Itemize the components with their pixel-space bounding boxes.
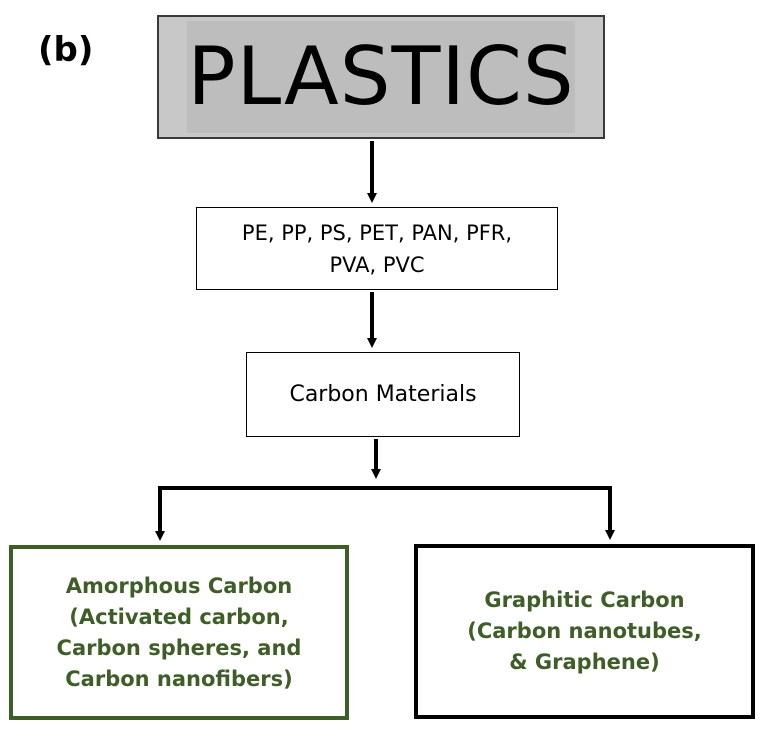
polymers-line-2: PVA, PVC [329, 252, 425, 277]
graphitic-line-1: Graphitic Carbon [484, 588, 685, 612]
carbon-materials-label: Carbon Materials [289, 381, 477, 407]
polymers-line-1: PE, PP, PS, PET, PAN, PFR, [241, 220, 513, 245]
amorphous-line-4: Carbon nanofibers) [65, 666, 293, 691]
amorphous-line-3: Carbon spheres, and [56, 635, 302, 660]
graphitic-line-3: & Graphene) [509, 650, 660, 674]
graphitic-carbon-node: Graphitic Carbon (Carbon nanotubes, & Gr… [414, 544, 755, 719]
plastics-node-inner-fill [187, 21, 575, 133]
polymers-node: PE, PP, PS, PET, PAN, PFR, PVA, PVC [196, 207, 558, 290]
plastics-node: PLASTICS [157, 15, 605, 139]
panel-label: (b) [38, 30, 94, 70]
plastics-node-label: PLASTICS [187, 30, 575, 123]
amorphous-line-1: Amorphous Carbon [65, 573, 293, 598]
carbon-materials-node: Carbon Materials [246, 352, 520, 437]
amorphous-line-2: (Activated carbon, [69, 604, 289, 629]
graphitic-line-2: (Carbon nanotubes, [467, 619, 702, 643]
polymers-node-label: PE, PP, PS, PET, PAN, PFR, PVA, PVC [242, 217, 512, 281]
amorphous-carbon-node: Amorphous Carbon (Activated carbon, Carb… [9, 545, 349, 720]
